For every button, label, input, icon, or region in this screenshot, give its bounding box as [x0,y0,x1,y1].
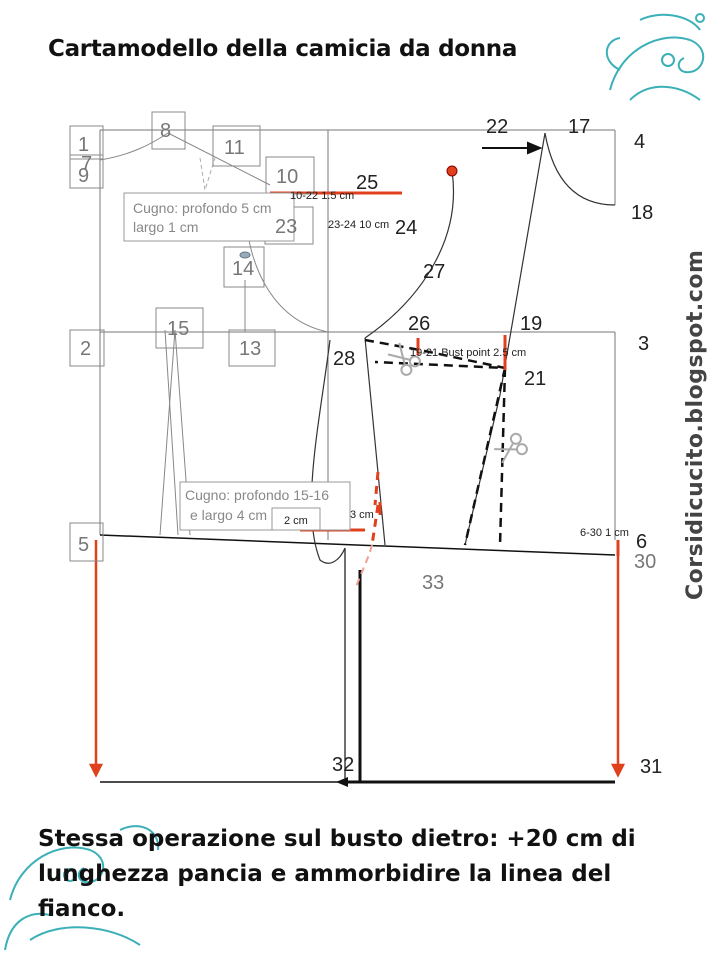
point-33: 33 [422,572,444,594]
point-15: 15 [167,318,189,340]
point-19: 19 [520,313,542,335]
cugno-bottom-line1: Cugno: profondo 15-16 [185,487,329,503]
caption-text: Stessa operazione sul busto dietro: +20 … [38,826,636,922]
point-17: 17 [568,116,590,138]
note-6-30: 6-30 1 cm [580,527,629,539]
bust-dart-dashed [364,338,507,546]
point-1: 1 [78,134,89,156]
point-28: 28 [333,348,355,370]
length-arrows [88,540,626,778]
point-7: 7 [81,153,92,175]
pink-hem-curve [354,544,373,591]
label-box-9 [69,154,104,189]
label-box-8 [151,111,186,150]
scissors-icon [494,432,528,464]
point-6: 6 [636,531,647,553]
point-13: 13 [239,338,261,360]
note-2cm: 2 cm [284,515,308,527]
point-2: 2 [80,338,91,360]
page-title: Cartamodello della camicia da donna [48,36,518,62]
label-box-15 [155,307,204,349]
cugno-top-line1: Cugno: profondo 5 cm [133,200,272,216]
point-14: 14 [232,258,254,280]
note-bust-point: 19-21 Bust point 2.5 cm [410,347,526,359]
point-18: 18 [631,202,653,224]
red-dot-marker [446,165,458,177]
point-26: 26 [408,313,430,335]
note-10-22: 10-22 1.5 cm [290,190,354,202]
cugno-top-note [123,192,295,242]
point-9: 9 [78,165,89,187]
swirl-ornament-top [605,13,705,101]
point-3: 3 [638,333,649,355]
cugno-top-line2: largo 1 cm [133,219,198,235]
arrow-22 [482,141,543,155]
point-31: 31 [640,756,662,778]
point-30: 30 [634,551,656,573]
point-5: 5 [78,534,89,556]
point-32: 32 [332,754,354,776]
label-box-13 [228,329,276,367]
marker-14 [239,251,251,259]
point-10: 10 [276,166,298,188]
point-23: 23 [275,216,297,238]
note-23-24: 23-24 10 cm [328,219,389,231]
small-dart-dashed [199,157,216,191]
point-25: 25 [356,172,378,194]
label-box-11 [212,125,261,167]
label-box-1 [69,125,104,160]
point-27: 27 [423,261,445,283]
note-2cm-box [271,507,321,531]
point-21: 21 [524,368,546,390]
grid-lines [99,129,616,540]
label-box-2 [69,329,105,367]
blog-watermark: Corsidicucito.blogspot.com [683,249,708,600]
point-11: 11 [224,137,245,159]
cugno-bottom-line2: e largo 4 cm [190,507,267,523]
point-22: 22 [486,116,508,138]
label-box-5 [69,522,104,562]
label-box-14 [223,246,265,288]
swirl-ornament-bottom [4,825,160,951]
scissors-icon [387,342,421,376]
point-8: 8 [160,120,171,142]
cugno-bottom-note [179,481,351,531]
point-4: 4 [634,131,645,153]
hem-extension [99,534,616,787]
point-24: 24 [395,217,417,239]
note-3cm: 3 cm [350,509,374,521]
